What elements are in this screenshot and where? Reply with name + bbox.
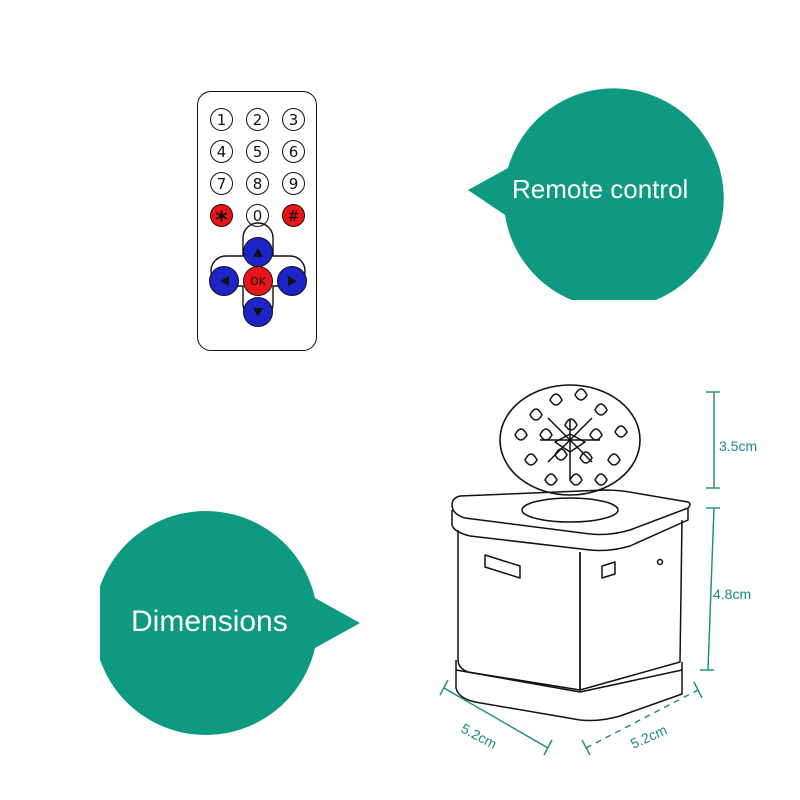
remote-key-label: 0 [252, 206, 263, 225]
remote-key-4: 4 [210, 140, 233, 163]
cube-lamp-illustration [439, 384, 720, 756]
remote-key-label: 5 [252, 142, 263, 161]
remote-key-label: 6 [288, 142, 299, 161]
dpad-left-key [209, 266, 239, 296]
remote-control-illustration: 1 2 3 4 5 6 7 8 9 * 0 # OK [197, 91, 317, 351]
remote-key-label: * [215, 205, 228, 234]
remote-key-5: 5 [246, 140, 269, 163]
remote-key-label: 2 [252, 110, 263, 129]
dpad-up-key [243, 237, 273, 267]
remote-key-label: 4 [216, 142, 227, 161]
remote-speech-bubble [468, 88, 724, 300]
box-height-label: 4.8cm [713, 586, 752, 602]
triangle-left-icon [219, 276, 229, 286]
dpad-right-key [277, 266, 307, 296]
remote-key-label: 3 [288, 110, 299, 129]
flower-ball [499, 384, 641, 496]
remote-key-label: 7 [216, 174, 227, 193]
remote-key-star: * [210, 204, 233, 232]
remote-key-label: 8 [252, 174, 263, 193]
dimensions-caption: Dimensions [131, 605, 288, 638]
remote-key-label: # [287, 206, 300, 225]
remote-key-label: 1 [216, 110, 227, 129]
dimensions-speech-bubble [100, 511, 360, 735]
remote-key-2: 2 [246, 108, 269, 131]
remote-key-hash: # [282, 204, 305, 227]
remote-key-6: 6 [282, 140, 305, 163]
dpad-ok-key: OK [243, 266, 273, 296]
remote-key-3: 3 [282, 108, 305, 131]
remote-key-label: 9 [288, 174, 299, 193]
remote-key-9: 9 [282, 172, 305, 195]
triangle-up-icon [253, 247, 263, 257]
flower-height-label: 3.5cm [719, 438, 758, 454]
dpad-down-key [243, 297, 273, 327]
remote-key-8: 8 [246, 172, 269, 195]
ok-label: OK [250, 274, 266, 288]
remote-control-caption: Remote control [512, 174, 689, 204]
triangle-down-icon [253, 307, 263, 317]
remote-key-0: 0 [246, 204, 269, 227]
triangle-right-icon [287, 276, 297, 286]
remote-key-7: 7 [210, 172, 233, 195]
remote-key-1: 1 [210, 108, 233, 131]
